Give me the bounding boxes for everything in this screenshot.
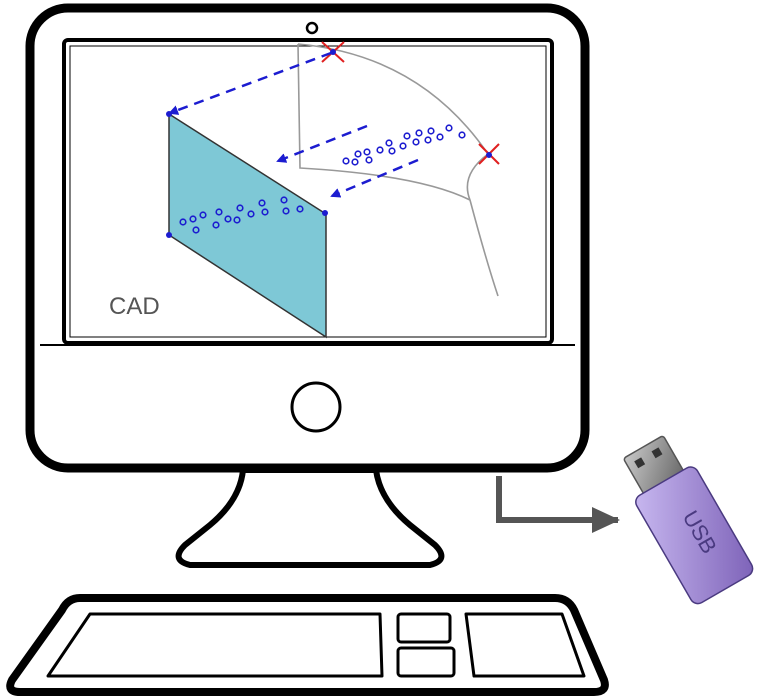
corner-point: [330, 49, 336, 55]
keyboard-main-keys: [46, 612, 384, 678]
corner-point: [166, 111, 172, 117]
monitor-stand: [175, 467, 445, 568]
monitor-screen: [62, 38, 554, 345]
usb-plug-hole: [634, 457, 646, 469]
webcam-icon: [305, 21, 319, 35]
power-button-icon: [290, 381, 342, 433]
corner-point: [166, 232, 172, 238]
monitor-screen-inner: [69, 45, 547, 338]
corner-point: [486, 152, 492, 158]
projection-arrow: [168, 51, 332, 115]
panel-points: [179, 196, 304, 234]
cad-drawing: CAD: [109, 41, 500, 339]
cad-label: CAD: [109, 293, 160, 320]
keyboard-key: [396, 646, 456, 678]
curved-surface: [297, 43, 499, 297]
corner-point: [322, 210, 328, 216]
export-arrow: [496, 476, 620, 533]
usb-plug-hole: [651, 447, 663, 459]
usb-body: [635, 466, 754, 605]
projection-arrow: [330, 158, 419, 198]
keyboard-icon: [6, 594, 609, 696]
flattened-panel: [168, 112, 327, 339]
curved-surface-left-edge: [297, 43, 471, 201]
surface-points: [342, 124, 466, 166]
usb-stick-icon: USB: [623, 435, 754, 605]
keyboard-numpad: [464, 612, 586, 678]
keyboard-key: [396, 612, 452, 644]
